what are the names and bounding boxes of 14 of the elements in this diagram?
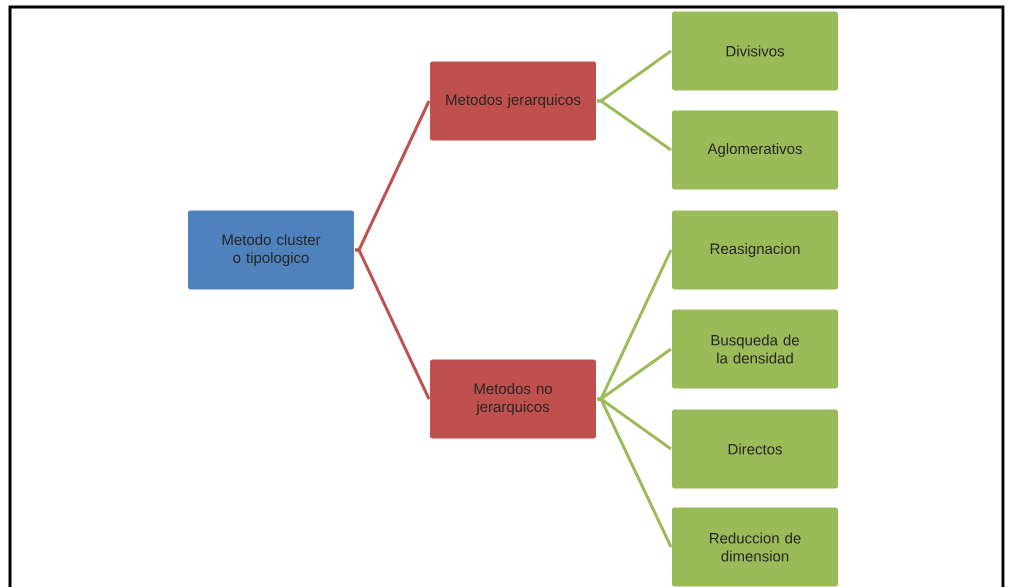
connector-line (355, 248, 431, 400)
method-box: Reasignacion (671, 209, 839, 291)
connector-line (597, 99, 672, 152)
connector-line (355, 100, 431, 252)
connector-line (597, 397, 673, 548)
category-box: Metodos no jerarquicos (429, 358, 597, 440)
method-box: Busqueda de la densidad (671, 308, 839, 390)
root-box: Metodo cluster o tipologico (187, 209, 355, 291)
method-box: Directos (671, 408, 839, 490)
connector-line (597, 249, 673, 401)
method-box: Aglomerativos (671, 109, 839, 191)
method-box: Divisivos (671, 10, 839, 92)
method-box: Reduccion de dimension (671, 506, 839, 587)
category-box: Metodos jerarquicos (429, 60, 597, 142)
